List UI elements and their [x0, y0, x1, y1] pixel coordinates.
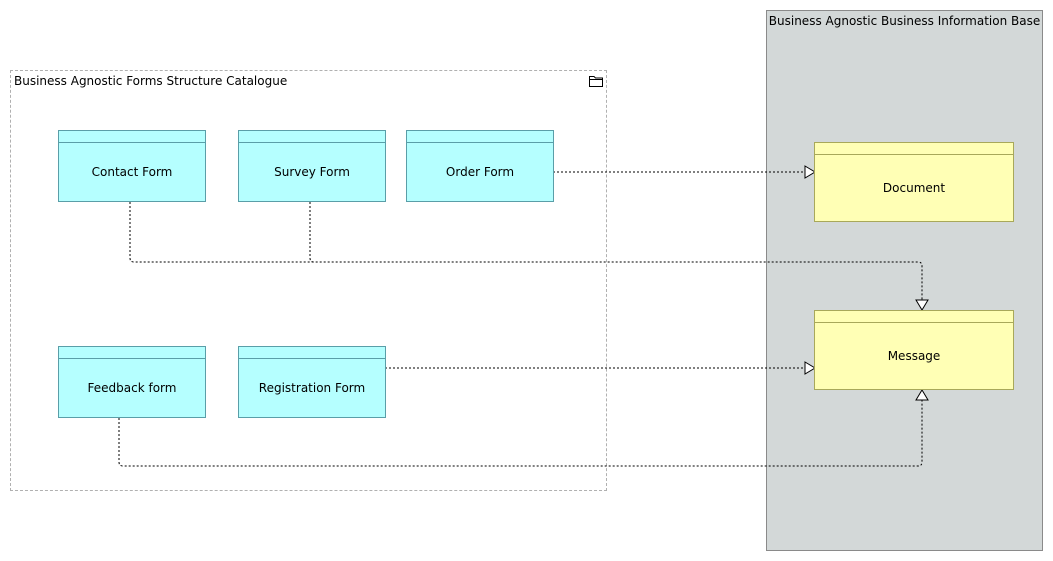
contact-form-label: Contact Form — [91, 165, 173, 179]
order-form-label: Order Form — [445, 165, 515, 179]
forms-catalogue-title: Business Agnostic Forms Structure Catalo… — [14, 74, 288, 88]
registration-form-label: Registration Form — [258, 381, 366, 395]
order-form-node[interactable]: Order Form — [406, 130, 554, 202]
registration-form-node[interactable]: Registration Form — [238, 346, 386, 418]
feedback-form-label: Feedback form — [87, 381, 177, 395]
contact-form-node[interactable]: Contact Form — [58, 130, 206, 202]
message-node[interactable]: Message — [814, 310, 1014, 390]
document-label: Document — [882, 181, 946, 195]
survey-form-label: Survey Form — [274, 165, 350, 179]
message-label: Message — [887, 349, 941, 363]
information-base-group[interactable]: Business Agnostic Business Information B… — [766, 10, 1043, 551]
document-node[interactable]: Document — [814, 142, 1014, 222]
survey-form-node[interactable]: Survey Form — [238, 130, 386, 202]
feedback-form-node[interactable]: Feedback form — [58, 346, 206, 418]
information-base-title: Business Agnostic Business Information B… — [768, 14, 1041, 28]
folder-icon — [589, 76, 603, 87]
